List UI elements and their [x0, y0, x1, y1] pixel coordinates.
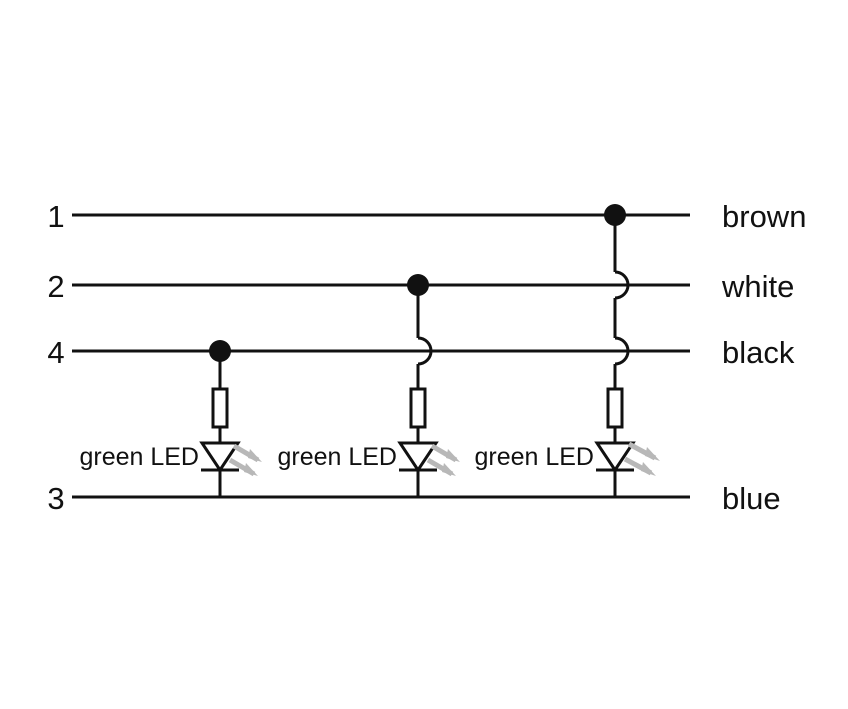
wire-label-blue: blue: [722, 481, 781, 516]
pin-label-group: 1 2 4 3: [47, 199, 64, 516]
led-triangle-2: [397, 441, 439, 473]
wire-label-group: brown white black blue: [721, 199, 806, 516]
wire-label-black: black: [722, 335, 795, 370]
branch-3-hop-over-white: [614, 270, 630, 300]
resistor-1: [211, 387, 229, 429]
led-label-1: green LED: [79, 443, 199, 471]
pin-label-3: 3: [47, 481, 64, 516]
led-emission-arrows-1: [228, 443, 262, 477]
led-label-2: green LED: [277, 443, 397, 471]
led-emission-arrows-2: [426, 443, 460, 477]
resistor-2: [409, 387, 427, 429]
led-label-3: green LED: [474, 443, 594, 471]
junction-dot-branch-2: [407, 274, 429, 296]
led-triangle-1: [199, 441, 241, 473]
pin-label-4: 4: [47, 335, 64, 370]
junction-dot-branch-1: [209, 340, 231, 362]
rail-group: [72, 213, 690, 499]
pin-label-1: 1: [47, 199, 64, 234]
branch-led-3: green LED: [474, 204, 660, 497]
led-triangle-3: [594, 441, 636, 473]
pin-label-2: 2: [47, 269, 64, 304]
branch-led-2: green LED: [277, 274, 460, 497]
branch-led-1: green LED: [79, 340, 262, 497]
wire-label-white: white: [721, 269, 794, 304]
resistor-3: [606, 387, 624, 429]
branch-2-hop-over-black: [417, 336, 433, 366]
wire-label-brown: brown: [722, 199, 806, 234]
led-emission-arrows-3: [623, 441, 660, 476]
branch-3-hop-over-black: [614, 336, 630, 366]
junction-dot-branch-3: [604, 204, 626, 226]
